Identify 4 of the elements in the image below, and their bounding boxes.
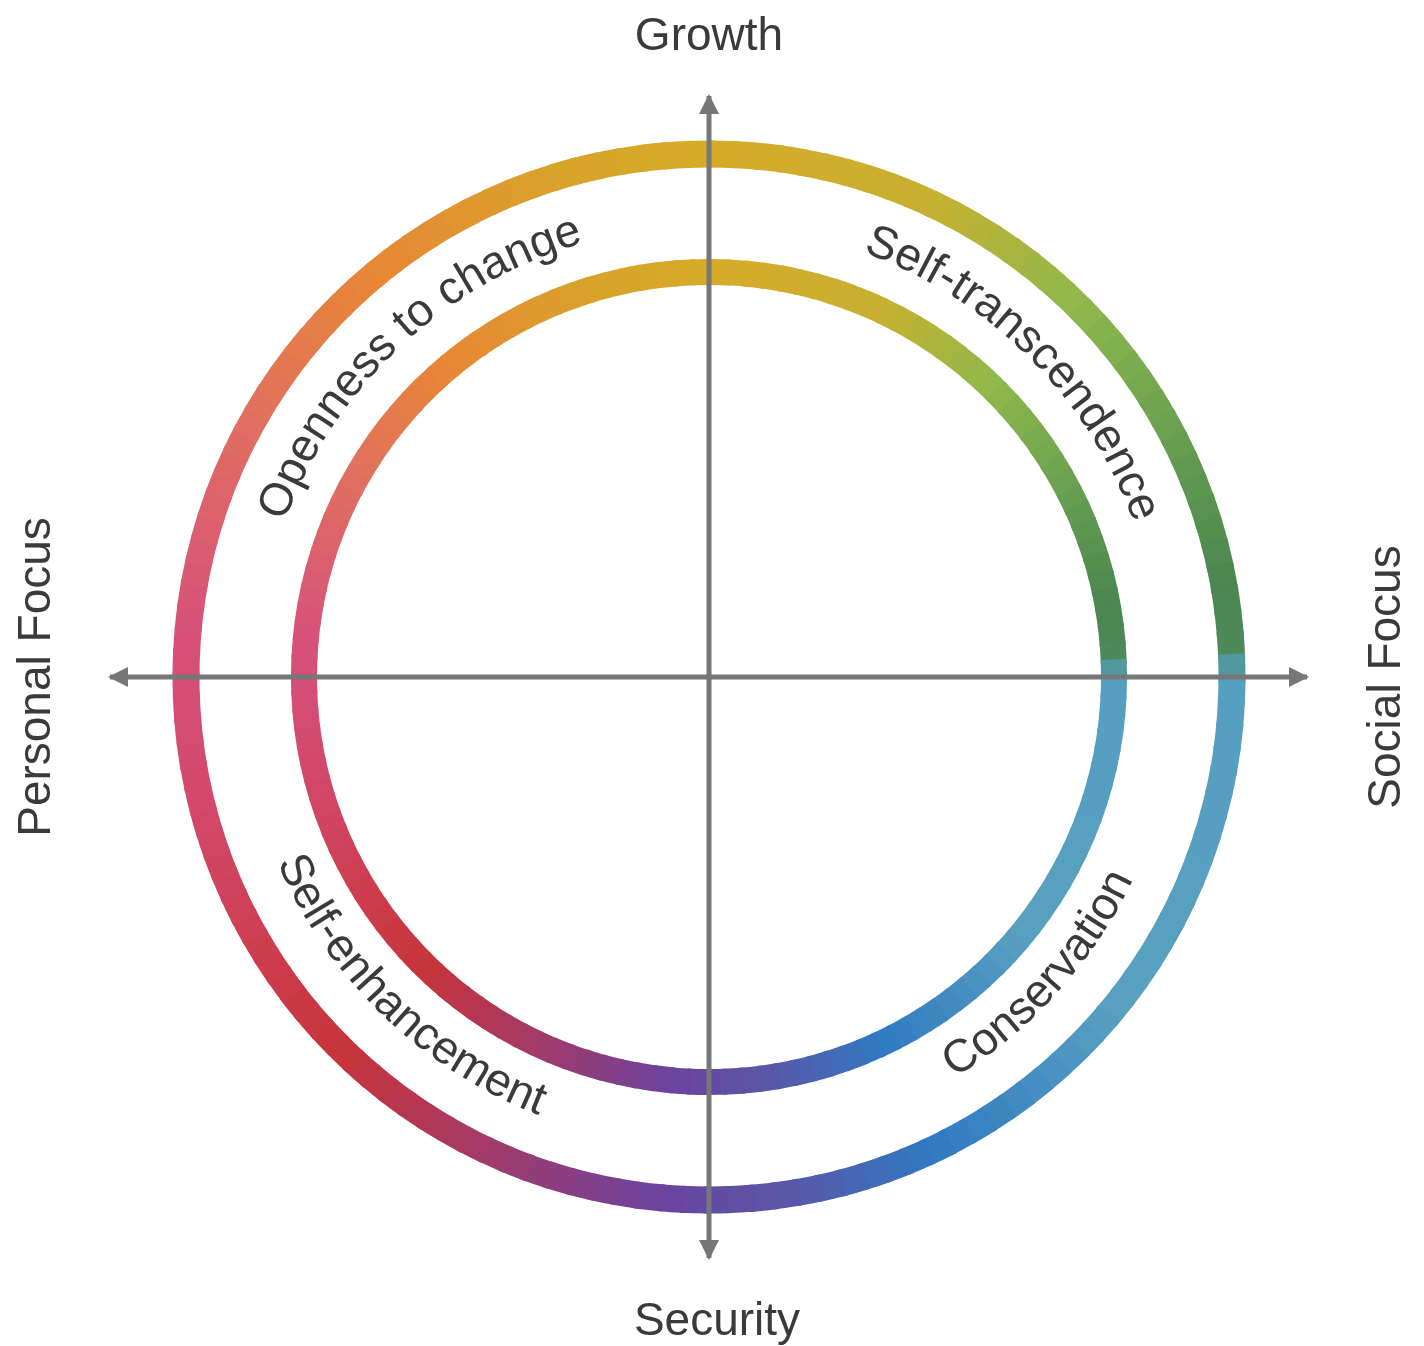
- axis-label: Social Focus: [1358, 545, 1410, 809]
- axis-label: Growth: [634, 8, 784, 60]
- axis-label: Security: [633, 1293, 801, 1345]
- axis-label: Personal Focus: [8, 517, 60, 837]
